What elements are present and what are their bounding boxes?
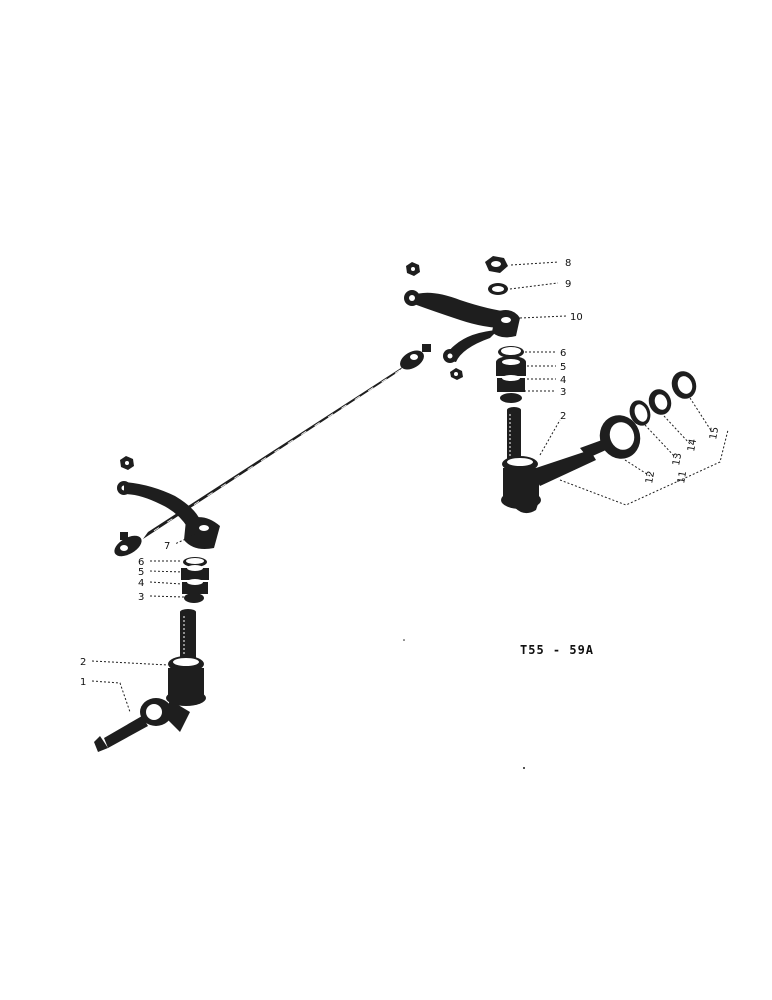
callout-6-left: 6 bbox=[138, 557, 144, 568]
callout-13: 13 bbox=[671, 452, 684, 466]
scan-specks bbox=[403, 639, 525, 769]
right-spindle bbox=[501, 407, 606, 514]
callout-12: 12 bbox=[644, 470, 657, 484]
nut-lower bbox=[450, 368, 463, 380]
callout-2-right: 2 bbox=[560, 411, 566, 422]
callout-3-left: 3 bbox=[138, 592, 144, 603]
figure-reference-code: T55 - 59A bbox=[520, 643, 594, 657]
left-bushings bbox=[181, 557, 209, 603]
callout-4-right: 4 bbox=[560, 375, 566, 386]
part-13-ring bbox=[629, 400, 651, 426]
callout-3-right: 3 bbox=[560, 387, 566, 398]
right-bushings bbox=[496, 346, 526, 403]
left-spindle bbox=[94, 609, 206, 752]
callout-7: 7 bbox=[164, 541, 170, 552]
callout-5-right: 5 bbox=[560, 362, 566, 373]
callout-11: 11 bbox=[676, 470, 689, 484]
part-9-washer bbox=[488, 283, 508, 295]
callout-9: 9 bbox=[565, 279, 571, 290]
callout-5-left: 5 bbox=[138, 567, 144, 578]
right-steering-arm bbox=[404, 290, 520, 363]
callout-15: 15 bbox=[708, 426, 721, 440]
nut-upper-left bbox=[406, 262, 420, 276]
part-12-bearing-cup bbox=[599, 415, 641, 459]
left-steering-arm bbox=[117, 481, 220, 549]
callout-4-left: 4 bbox=[138, 578, 144, 589]
callout-1: 1 bbox=[80, 677, 86, 688]
callout-14: 14 bbox=[686, 438, 699, 452]
part-8-nut bbox=[485, 256, 508, 273]
nut-left-arm bbox=[120, 456, 134, 470]
tie-rod bbox=[114, 344, 431, 557]
part-15-seal bbox=[671, 371, 697, 399]
callout-8: 8 bbox=[565, 258, 571, 269]
callout-6-right: 6 bbox=[560, 348, 566, 359]
leader-lines bbox=[91, 261, 729, 713]
callout-2-left: 2 bbox=[80, 657, 86, 668]
part-14-bearing bbox=[648, 389, 672, 415]
callout-labels: 8 9 10 6 5 4 3 2 12 13 14 15 11 7 6 5 4 … bbox=[80, 258, 721, 688]
callout-10: 10 bbox=[570, 312, 583, 323]
